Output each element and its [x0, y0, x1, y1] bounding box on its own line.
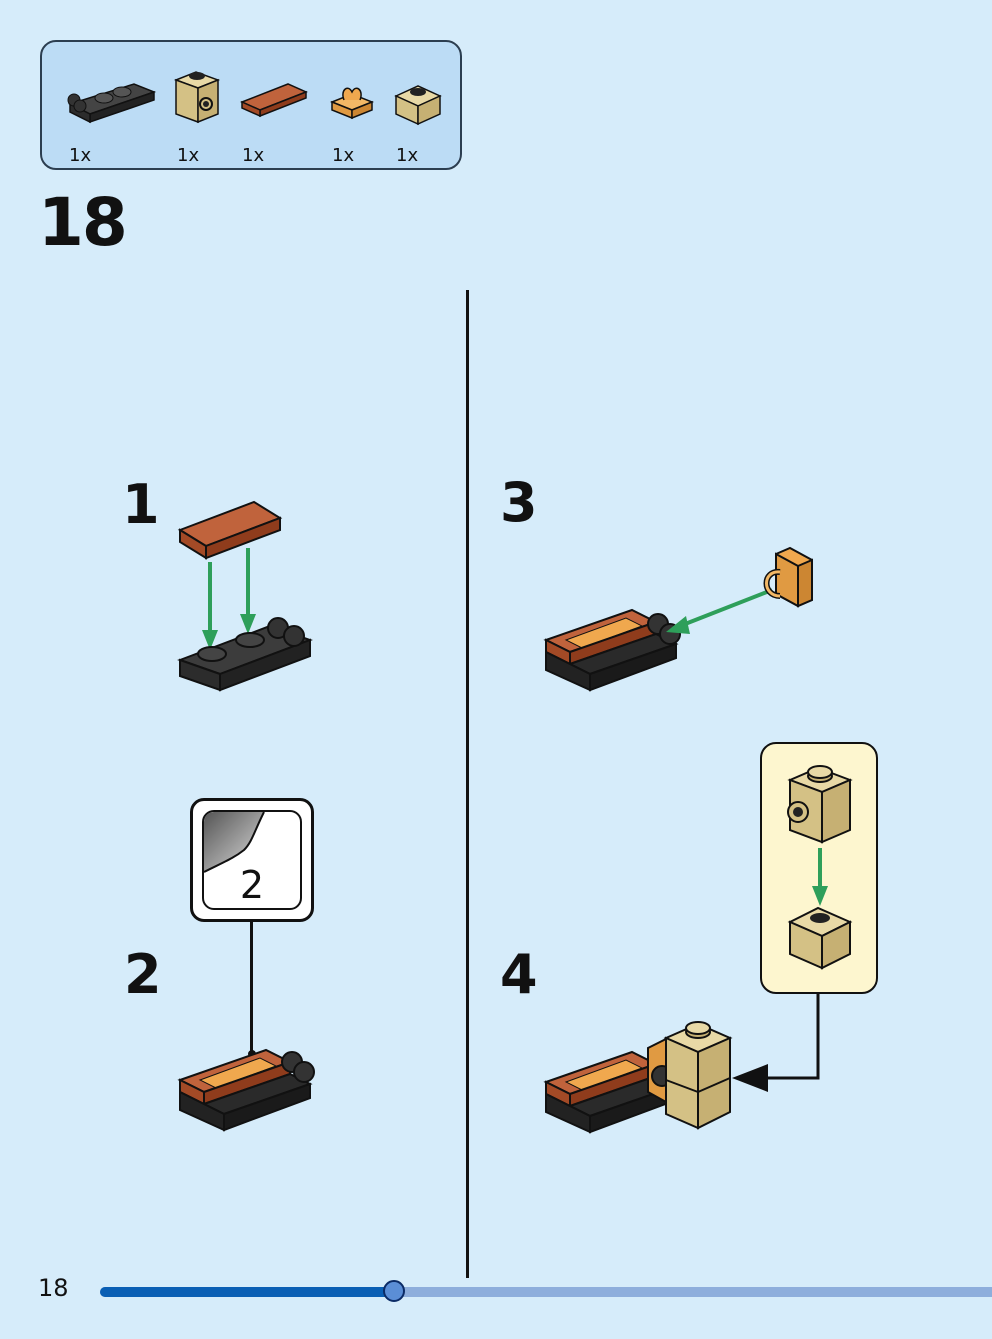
sticker-pointer-line [250, 920, 253, 1054]
sub-assembly-illustration [787, 765, 853, 970]
dark-grey-plate-with-clips-icon [67, 83, 157, 124]
substep-number: 3 [500, 471, 538, 534]
light-orange-clip-plate-icon [330, 87, 375, 120]
part-quantity: 1x [69, 145, 92, 166]
parts-list-box: 1x 1x 1x 1x [40, 40, 462, 170]
part-quantity: 1x [177, 145, 200, 166]
part-item: 1x [64, 62, 164, 166]
tan-brick-1x1-icon [394, 85, 442, 126]
part-item: 1x [172, 62, 272, 166]
part-item: 1x [330, 62, 430, 166]
substep-number: 4 [500, 943, 538, 1006]
part-quantity: 1x [332, 145, 355, 166]
part-item: 1x [240, 62, 340, 166]
progress-track [100, 1287, 992, 1297]
sticker-callout: 2 [190, 798, 314, 922]
part-item: 1x [394, 62, 494, 166]
part-quantity: 1x [242, 145, 265, 166]
callout-pointer-arrow [732, 994, 820, 1092]
progress-fill [100, 1287, 394, 1297]
substep-1-illustration [177, 500, 313, 692]
step-number: 18 [38, 184, 128, 261]
substep-number: 2 [124, 943, 162, 1006]
page-number: 18 [38, 1274, 69, 1302]
tan-brick-with-side-stud-icon [173, 71, 221, 124]
part-quantity: 1x [396, 145, 419, 166]
progress-knob [383, 1280, 405, 1302]
sub-assembly-callout [760, 742, 878, 994]
reddish-brown-tile-icon [240, 83, 308, 118]
sticker-number: 2 [239, 863, 265, 907]
column-divider [466, 290, 469, 1278]
substep-number: 1 [122, 473, 160, 536]
substep-4-illustration [543, 1021, 733, 1134]
substep-2-illustration [177, 1048, 315, 1132]
substep-3-illustration [543, 546, 813, 692]
sticker-icon: 2 [202, 810, 302, 910]
